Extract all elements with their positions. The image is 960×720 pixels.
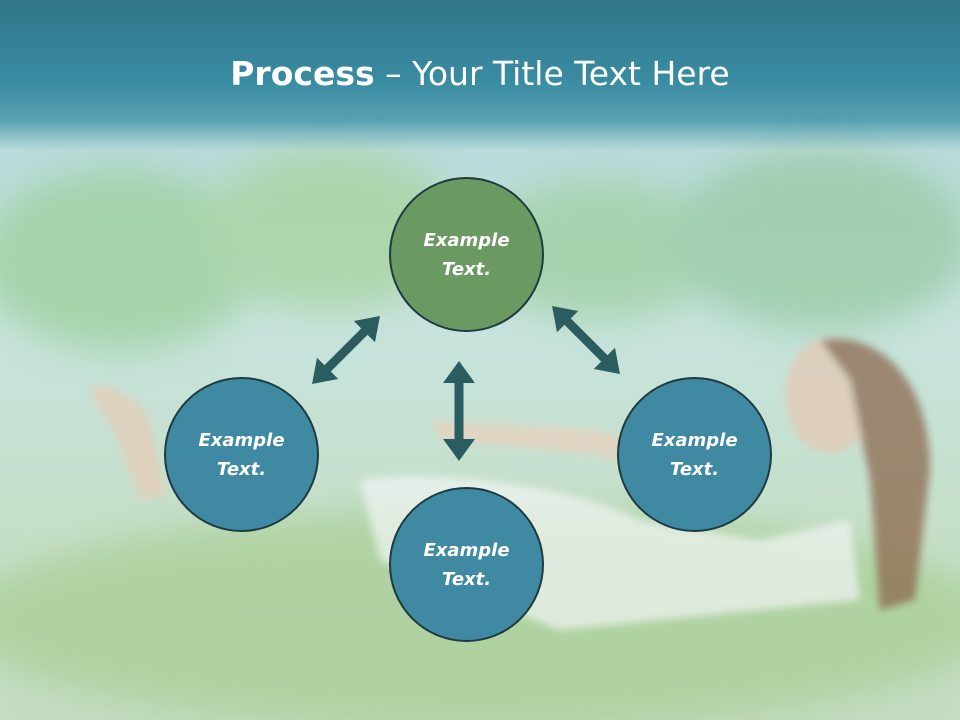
node-left-line2: Text.	[216, 458, 267, 480]
title-bar	[0, 0, 960, 150]
node-right-line2: Text.	[669, 458, 720, 480]
node-bottom-line2: Text.	[441, 568, 492, 590]
double-arrow-upper-left	[312, 316, 380, 384]
node-bottom-line1: Example	[423, 539, 510, 561]
node-left-line1: Example	[198, 429, 285, 451]
node-right-line1: Example	[651, 429, 738, 451]
title-rest: – Your Title Text Here	[374, 54, 730, 93]
double-arrow-vertical	[443, 361, 475, 461]
double-arrow-upper-right	[552, 306, 620, 374]
node-top-line2: Text.	[441, 258, 492, 280]
slide-title: Process – Your Title Text Here	[0, 52, 960, 96]
node-top-line1: Example	[423, 229, 510, 251]
title-bold: Process	[230, 54, 375, 93]
